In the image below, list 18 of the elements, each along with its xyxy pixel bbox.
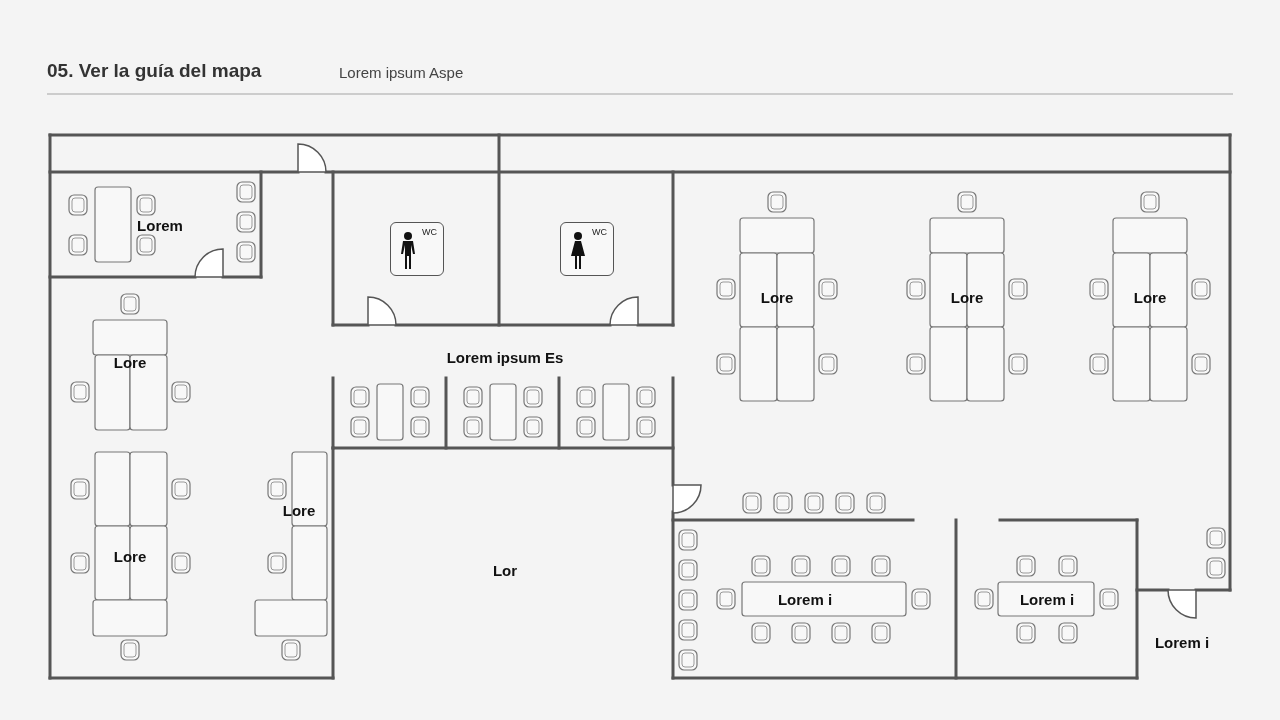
sign-label: WC [592, 227, 607, 237]
restroom-sign [390, 222, 444, 276]
page-title: 05. Ver la guía del mapa [47, 60, 262, 82]
area-label: Lore [113, 547, 147, 565]
area-label: Lorem i [1154, 633, 1210, 651]
area-label: Lore [760, 288, 794, 306]
area-label: Lore [113, 353, 147, 371]
restroom-sign [560, 222, 614, 276]
area-label: Lore [282, 501, 316, 519]
area-label: Lor [492, 561, 518, 579]
area-label: Lore [1133, 288, 1167, 306]
area-label: Lorem [137, 216, 183, 234]
area-label: Lore [950, 288, 984, 306]
area-label: Lorem i [777, 590, 833, 608]
area-label: Lorem i [1019, 590, 1075, 608]
sign-label: WC [422, 227, 437, 237]
subtitle: Lorem ipsum Aspe [339, 64, 464, 81]
area-label: Lorem ipsum Es [446, 348, 564, 366]
